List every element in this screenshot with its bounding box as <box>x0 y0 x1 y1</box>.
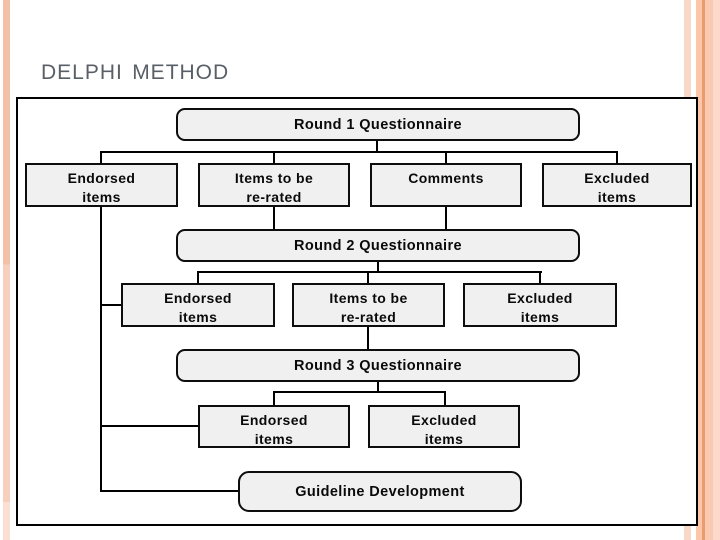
box-label-line1: Excluded <box>584 170 650 186</box>
connector-stub-r1-comments <box>445 151 447 165</box>
left-accent-stripe <box>3 0 10 540</box>
box-comments-round1: Comments <box>370 163 522 207</box>
connector-stub-r1-excluded <box>616 151 618 165</box>
box-round-2-questionnaire: Round 2 Questionnaire <box>176 229 580 262</box>
connector-feedback-to-guideline <box>100 490 239 492</box>
box-label-line1: Comments <box>408 170 484 186</box>
connector-round1-distribution <box>100 151 618 153</box>
box-label-line1: Endorsed <box>67 170 136 186</box>
connector-rerated2-to-round3 <box>367 327 369 350</box>
box-round-3-questionnaire: Round 3 Questionnaire <box>176 349 580 382</box>
box-label: Round 2 Questionnaire <box>294 237 462 254</box>
box-label-line2: re-rated <box>246 189 302 205</box>
connector-round3-distribution <box>273 391 446 393</box>
box-label-line2: items <box>254 431 294 447</box>
box-label-line1: Endorsed <box>240 412 308 428</box>
box-label-line2: items <box>178 309 218 325</box>
box-excluded-items-round2: Excluded items <box>463 283 617 327</box>
box-label: Round 3 Questionnaire <box>294 357 462 374</box>
connector-stub-r3-endorsed <box>273 391 275 406</box>
connector-stub-r2-rerated <box>367 271 369 284</box>
connector-stub-r1-rerated <box>273 151 275 165</box>
right-accent-stripe-band <box>696 0 720 540</box>
connector-rerated1-to-round2 <box>273 206 275 230</box>
box-label: Guideline Development <box>295 483 465 500</box>
box-items-to-be-rerated-round2: Items to be re-rated <box>292 283 445 327</box>
connector-feedback-to-endorsed2 <box>100 304 122 306</box>
slide-title: Delphi Method <box>41 53 230 86</box>
box-guideline-development: Guideline Development <box>238 471 522 512</box>
box-label-line1: Excluded <box>507 290 573 306</box>
box-label-line2: items <box>597 189 637 205</box>
box-endorsed-items-round3: Endorsed items <box>198 405 350 448</box>
connector-stub-r1-endorsed <box>100 151 102 165</box>
connector-round3-down <box>377 381 379 393</box>
box-endorsed-items-round1: Endorsed items <box>25 163 178 207</box>
connector-round2-down <box>377 261 379 273</box>
connector-stub-r3-excluded <box>444 391 446 406</box>
box-label-line1: Endorsed <box>164 290 232 306</box>
box-label-line2: re-rated <box>340 309 397 325</box>
box-label-line2: items <box>82 189 121 205</box>
box-excluded-items-round3: Excluded items <box>368 405 520 448</box>
box-round-1-questionnaire: Round 1 Questionnaire <box>176 108 580 141</box>
connector-feedback-to-endorsed3 <box>100 425 199 427</box>
box-label-line1: Items to be <box>234 170 314 186</box>
connector-stub-r2-excluded <box>539 271 541 284</box>
connector-comments-to-round2 <box>445 206 447 230</box>
box-label-line1: Items to be <box>329 290 408 306</box>
box-label-line2: items <box>520 309 560 325</box>
connector-round1-down <box>376 140 378 153</box>
connector-feedback-vertical <box>100 206 102 492</box>
box-label: Round 1 Questionnaire <box>294 116 462 133</box>
box-label-line1: Excluded <box>411 412 477 428</box>
box-endorsed-items-round2: Endorsed items <box>121 283 275 327</box>
box-items-to-be-rerated-round1: Items to be re-rated <box>198 163 350 207</box>
connector-stub-r2-endorsed <box>197 271 199 284</box>
box-label-line2: items <box>424 431 464 447</box>
box-excluded-items-round1: Excluded items <box>542 163 692 207</box>
connector-round2-distribution <box>197 271 542 273</box>
